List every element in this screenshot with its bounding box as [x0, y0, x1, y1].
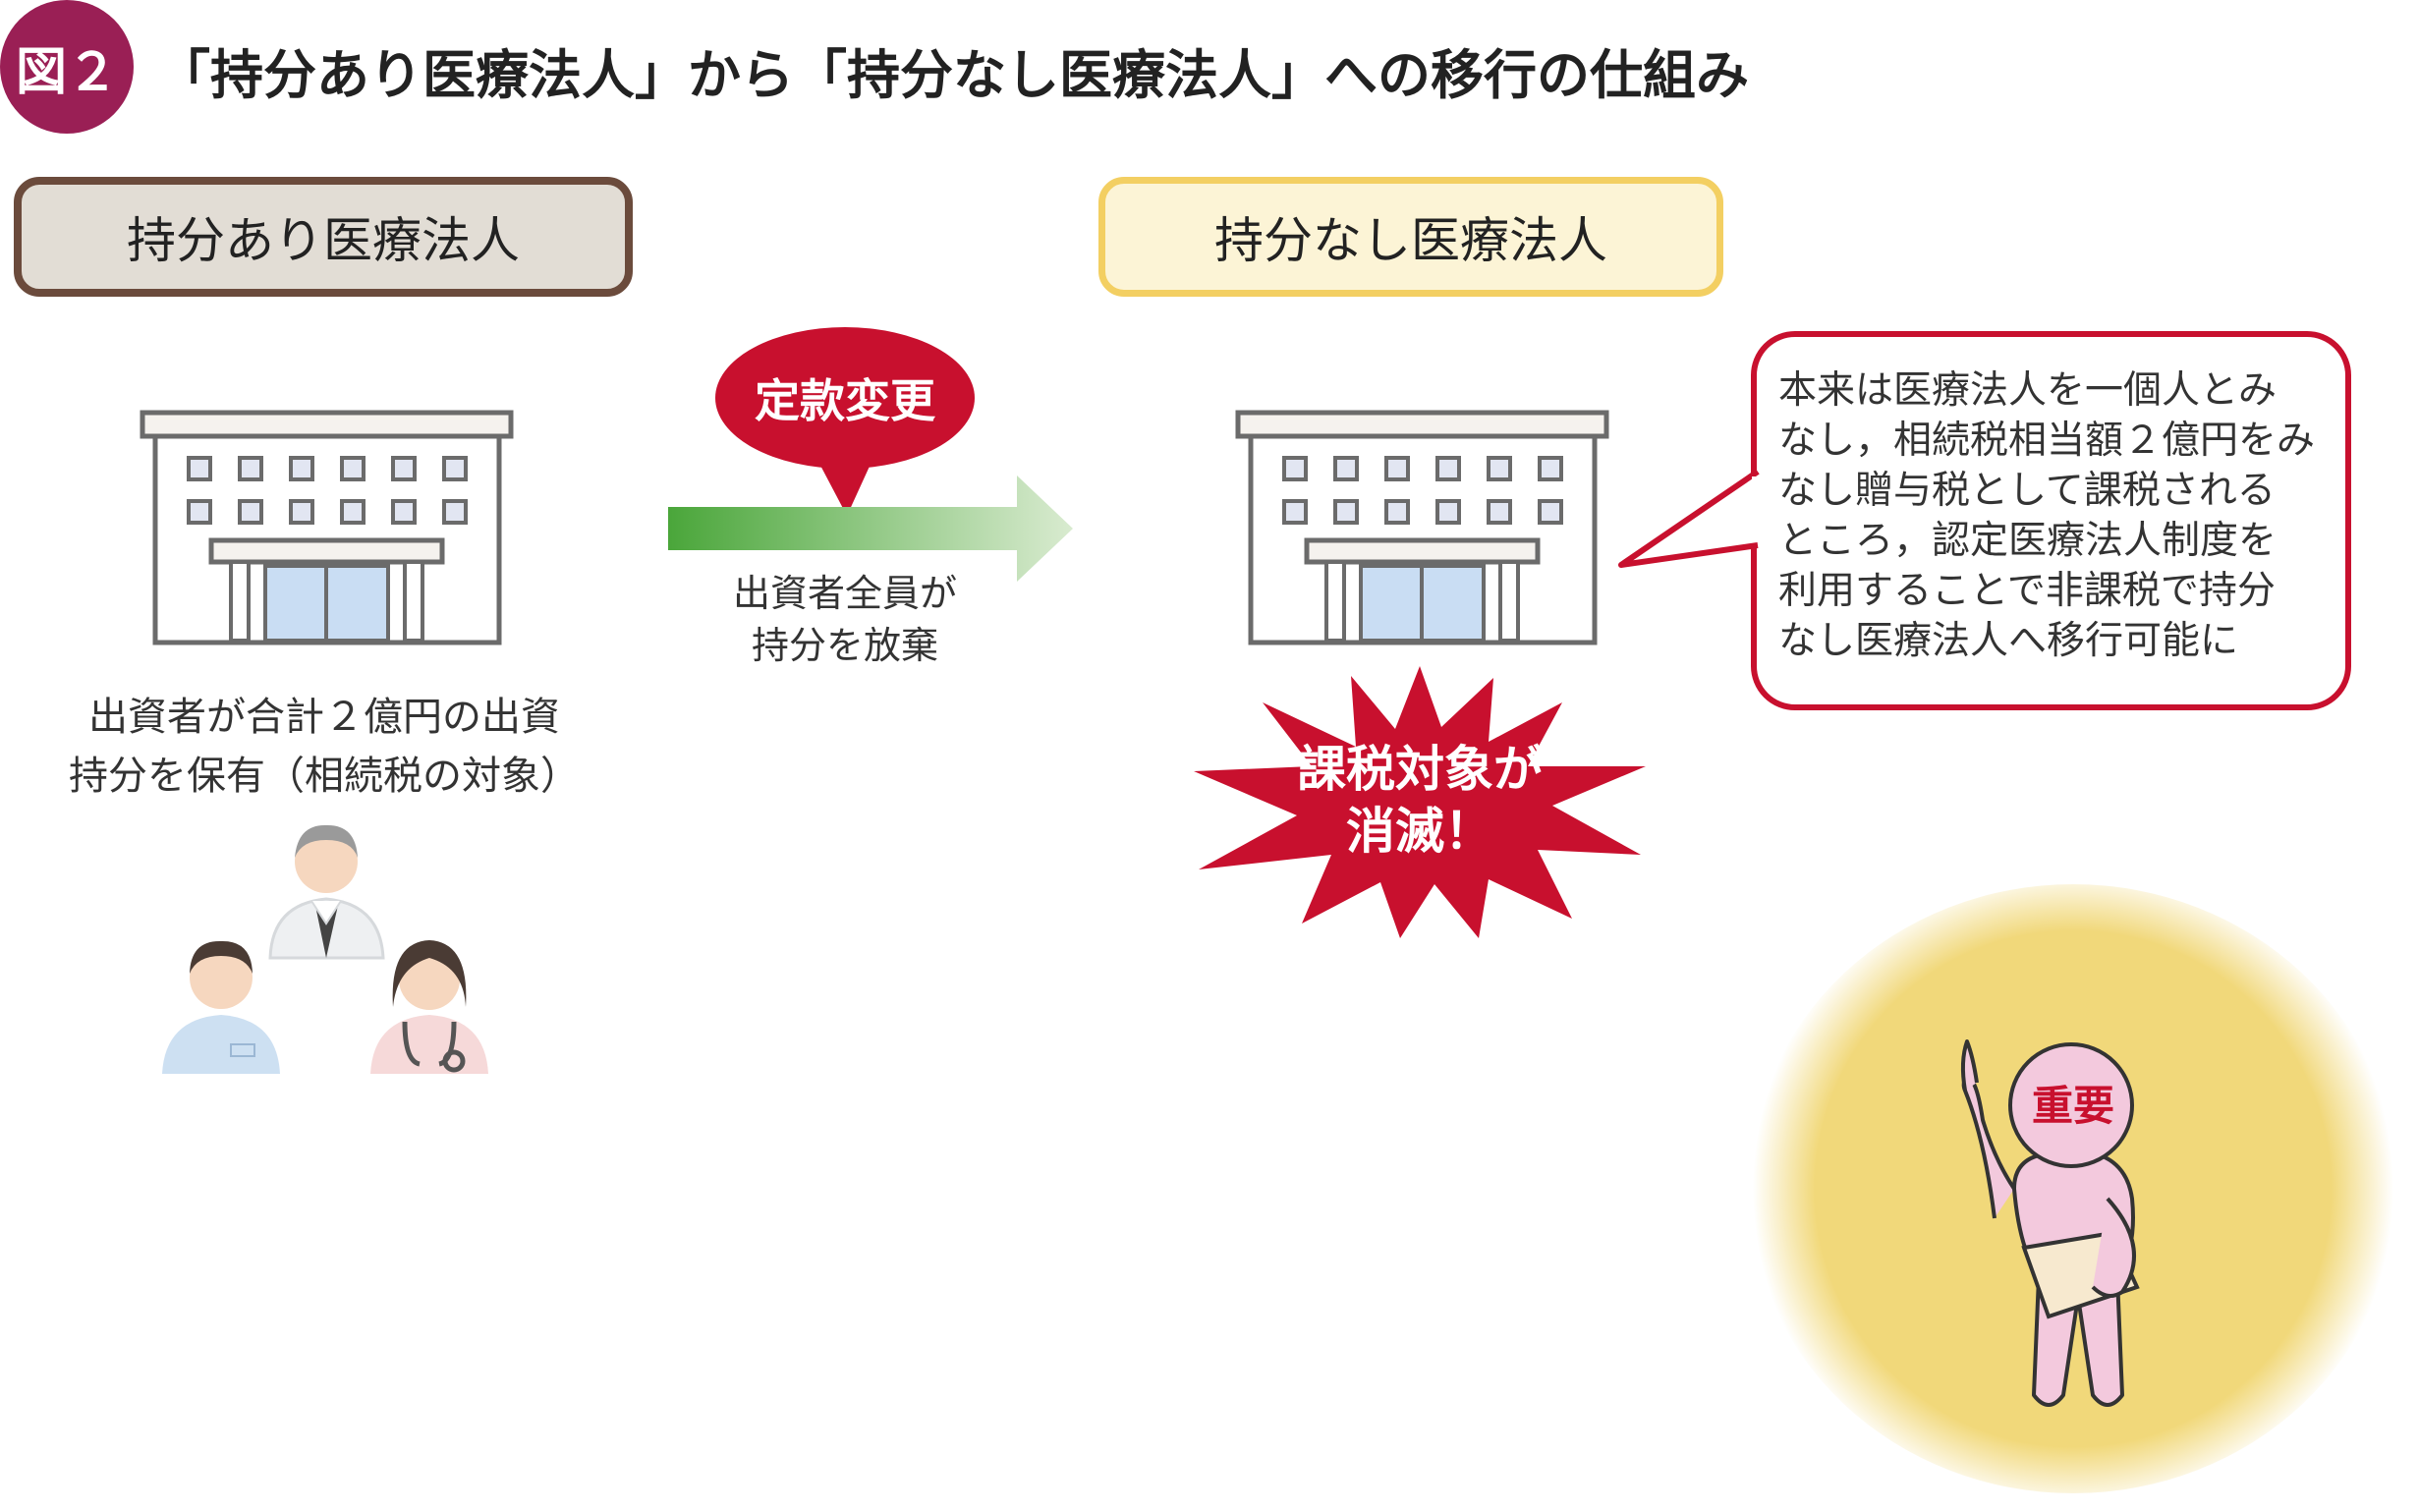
- transition-arrow: [668, 476, 1073, 582]
- box-with-equity: 持分あり医療法人: [14, 177, 633, 297]
- caption-line: 出資者全員が: [732, 572, 957, 615]
- articles-amendment-bubble: [715, 327, 975, 516]
- figure-title: 「持分あり医療法人」から「持分なし医療法人」への移行の仕組み: [157, 44, 1749, 106]
- hospital-building-icon-right: [1235, 410, 1609, 645]
- callout-line: なし医療法人へ移行可能に: [1778, 619, 2239, 663]
- box-without-equity: 持分なし医療法人: [1098, 177, 1723, 297]
- callout-text: 本来は医療法人を一個人とみ なし，相続税相当額２億円をみ なし贈与税として課税さ…: [1778, 365, 2315, 666]
- doctor-icon: [268, 824, 385, 960]
- callout-line: なし贈与税として課税される: [1778, 469, 2276, 513]
- callout-line: 本来は医療法人を一個人とみ: [1778, 368, 2277, 413]
- callout-bubble: [1618, 331, 2351, 710]
- callout-line: なし，相続税相当額２億円をみ: [1778, 419, 2316, 463]
- mascot-label: 重要: [2031, 1082, 2114, 1130]
- nurse-icon: [370, 940, 488, 1074]
- patient-man-icon: [162, 940, 280, 1074]
- burst-line: 消滅！: [1346, 802, 1493, 860]
- burst-line: 課税対象が: [1297, 741, 1543, 798]
- articles-amendment-label: 定款変更: [755, 374, 935, 427]
- box-without-equity-label: 持分なし医療法人: [1214, 212, 1607, 269]
- callout-line: ところ，認定医療法人制度を: [1778, 519, 2277, 563]
- caption-line: 持分を放棄: [751, 624, 938, 668]
- figure-badge: 図２: [0, 0, 134, 134]
- hospital-building-icon-left: [140, 410, 514, 645]
- important-mascot-icon: [1960, 1039, 2140, 1407]
- description-line: 持分を保有（相続税の対象）: [69, 754, 580, 799]
- tax-elimination-text: 課税対象が 消滅！: [1263, 739, 1577, 862]
- equity-holder-description: 出資者が合計２億円の出資 持分を保有（相続税の対象）: [39, 688, 609, 806]
- box-with-equity-label: 持分あり医療法人: [127, 212, 520, 269]
- waiver-caption: 出資者全員が 持分を放棄: [688, 568, 1002, 672]
- callout-line: 利用することで非課税で持分: [1778, 569, 2276, 613]
- starburst-shape: [1194, 666, 1646, 938]
- description-line: 出資者が合計２億円の出資: [88, 695, 560, 740]
